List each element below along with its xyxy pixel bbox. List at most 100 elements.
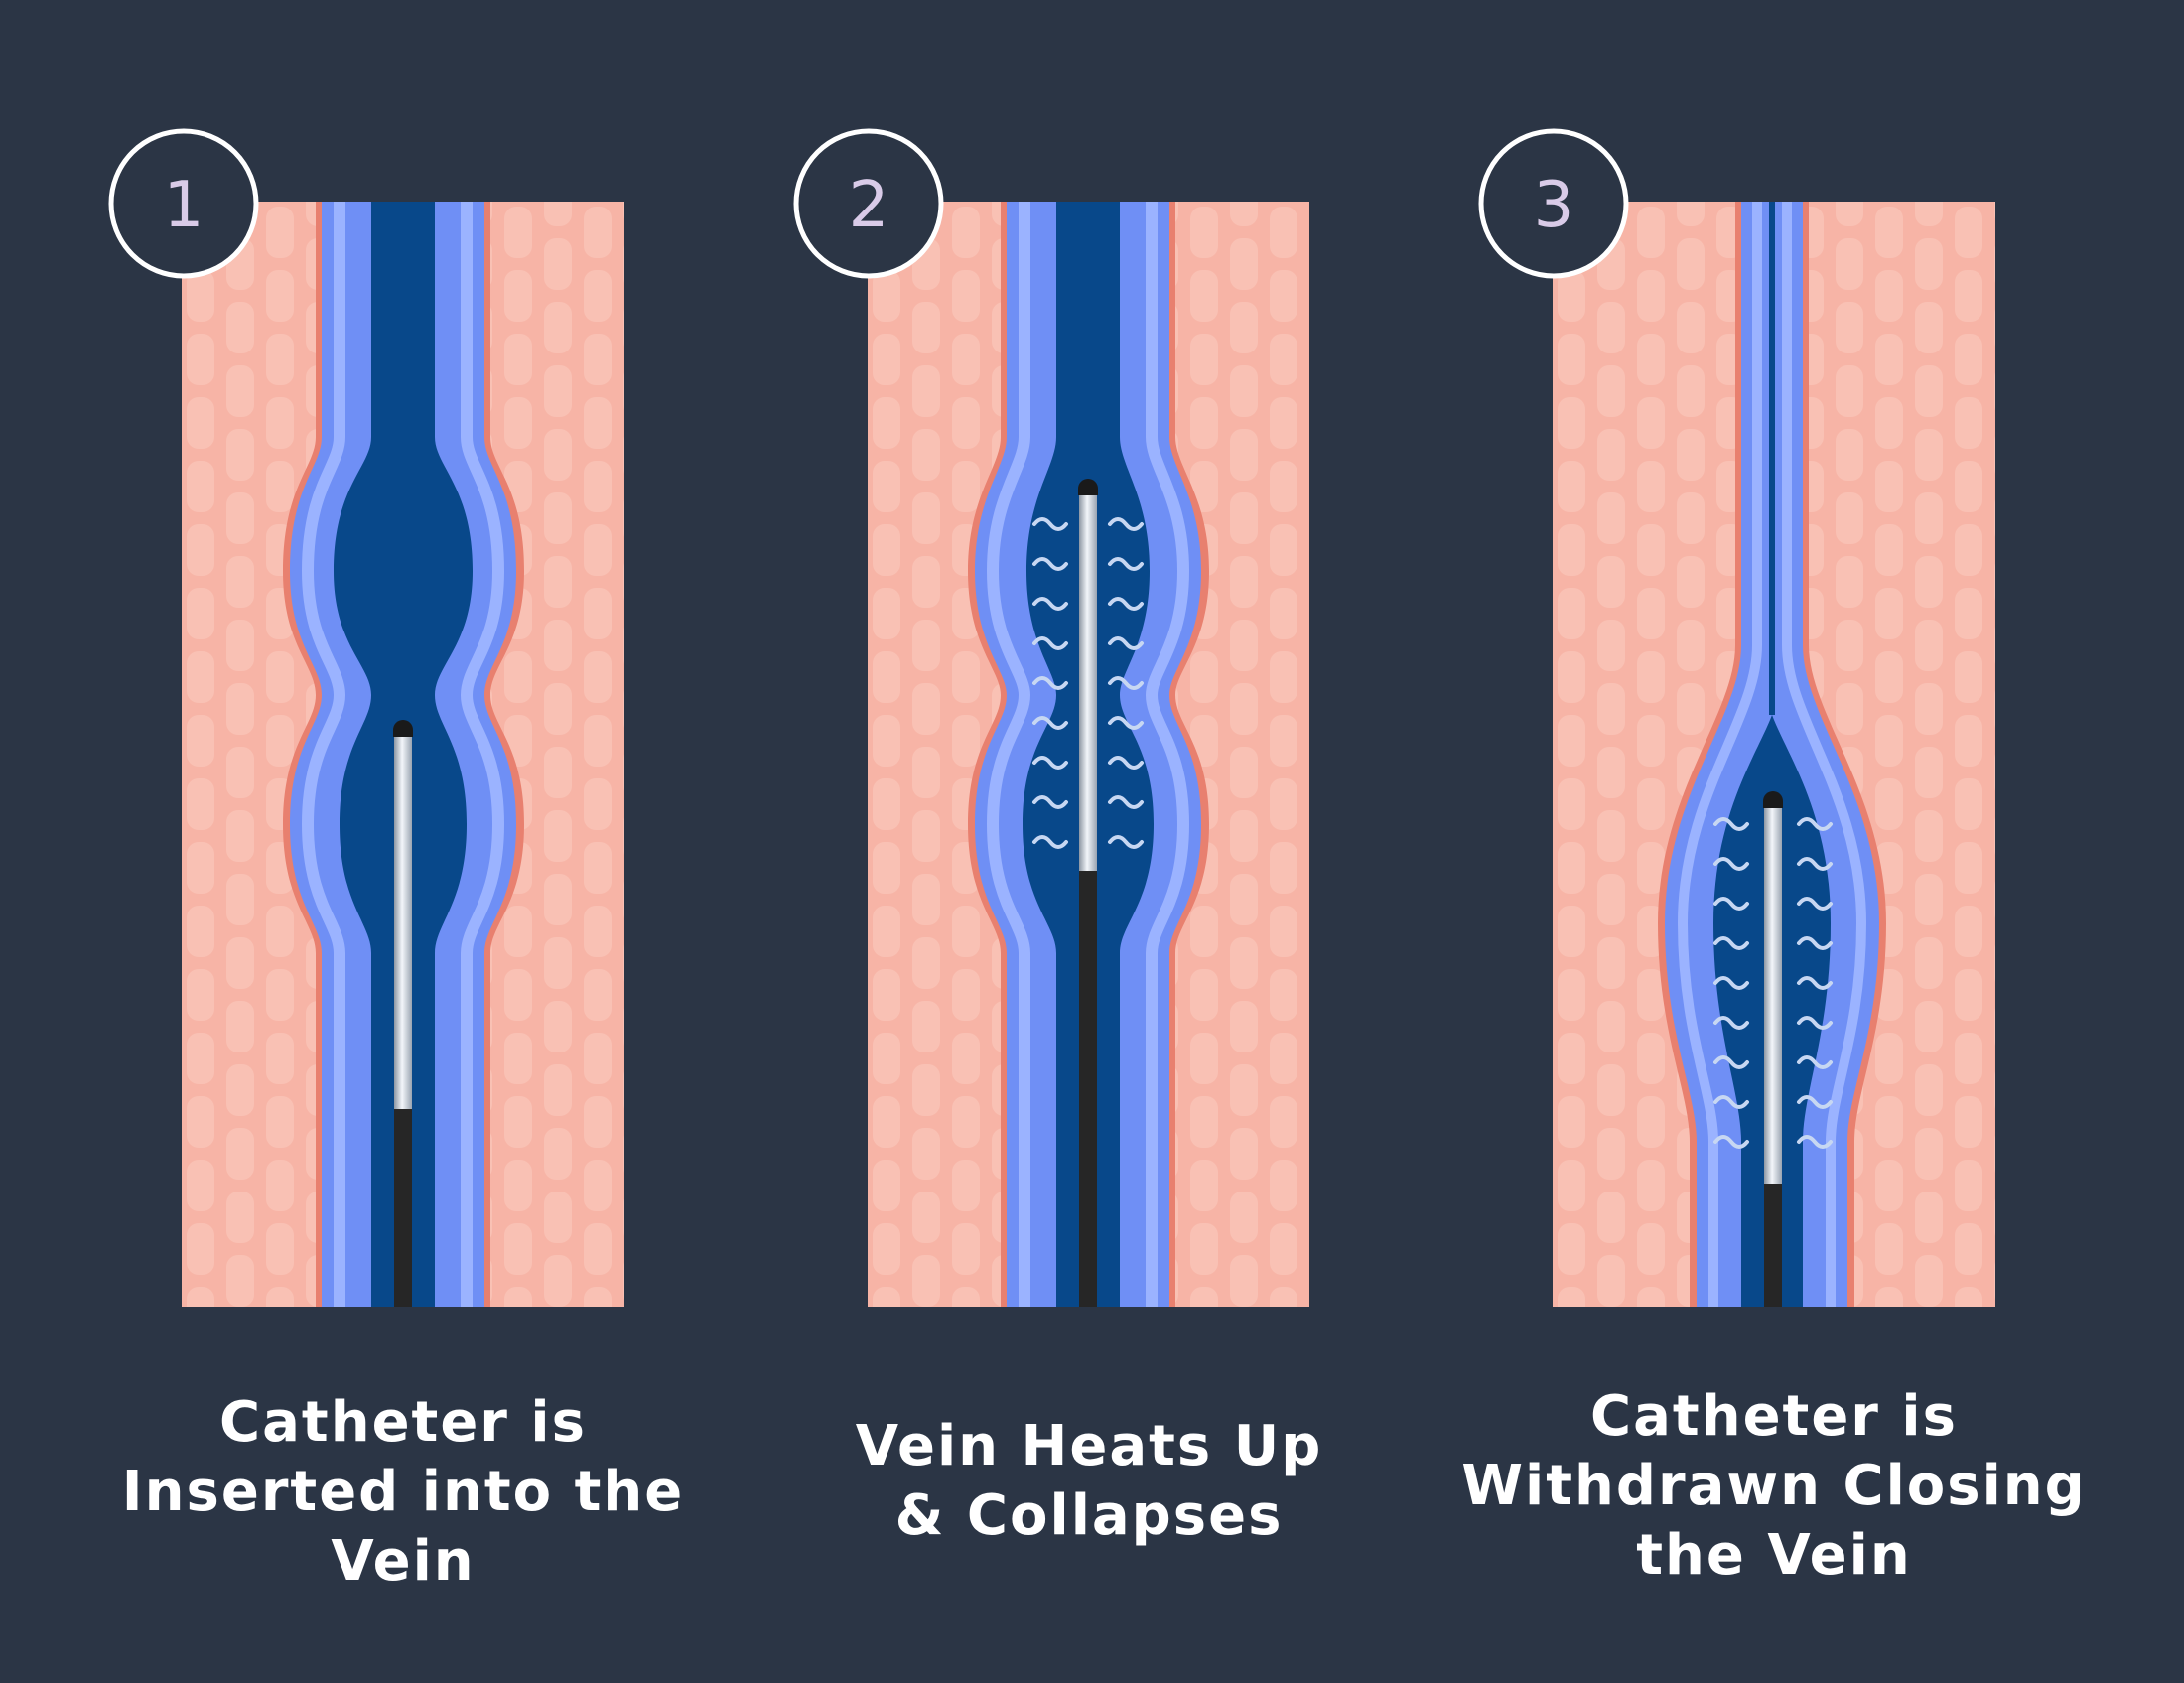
catheter-sheath xyxy=(1079,869,1097,1307)
catheter xyxy=(393,720,413,1307)
tissue-cell xyxy=(1190,1223,1218,1275)
tissue-cell xyxy=(952,715,980,767)
heat-wave xyxy=(1108,636,1144,650)
tissue-cell xyxy=(1309,810,1337,862)
step-2-number: 2 xyxy=(849,169,889,242)
tissue-cell xyxy=(623,202,624,219)
tissue-cell xyxy=(266,1160,294,1211)
tissue-cell xyxy=(1270,397,1297,449)
tissue-cell xyxy=(952,397,980,449)
tissue-cell xyxy=(1190,334,1218,385)
catheter xyxy=(1078,479,1098,1307)
tissue-cell xyxy=(623,309,624,347)
heat-wave xyxy=(1797,976,1833,990)
tissue-cell xyxy=(1190,143,1218,195)
tissue-cell xyxy=(1955,1160,1982,1211)
tissue-cell xyxy=(504,906,532,957)
heat-wave xyxy=(1797,897,1833,911)
tissue-cell xyxy=(1875,715,1903,767)
tissue-cell xyxy=(952,1033,980,1084)
tissue-cell xyxy=(226,874,254,925)
tissue-cell xyxy=(187,778,214,830)
tissue-cell xyxy=(873,524,900,576)
heat-wave xyxy=(1032,557,1068,571)
heat-wave xyxy=(1713,976,1749,990)
tissue-cell xyxy=(912,365,940,417)
tissue-cell xyxy=(1637,1287,1665,1307)
tissue-cell xyxy=(266,334,294,385)
tissue-cell xyxy=(1270,334,1297,385)
panel-1: 1 xyxy=(108,128,624,1307)
tissue-cell xyxy=(1597,683,1625,735)
tissue-cell xyxy=(1915,620,1943,671)
tissue-cell xyxy=(1637,778,1665,830)
tissue-cell xyxy=(584,906,612,957)
tissue-cell xyxy=(226,429,254,481)
tissue-cell xyxy=(952,143,980,195)
tissue-cell xyxy=(584,715,612,767)
tissue-cell xyxy=(1836,683,1863,735)
tissue-cell xyxy=(1309,1064,1337,1116)
tissue-cell xyxy=(187,397,214,449)
step-1-caption: Catheter is Inserted into the Vein xyxy=(85,1388,721,1597)
tissue-cell xyxy=(912,810,940,862)
tissue-cell xyxy=(873,842,900,894)
heat-wave xyxy=(1797,1016,1833,1030)
tissue-cell xyxy=(1875,207,1903,258)
heat-wave xyxy=(1713,857,1749,871)
tissue-cell xyxy=(912,937,940,989)
step-2-badge: 2 xyxy=(793,128,944,279)
tissue-cell xyxy=(584,842,612,894)
tissue-cell xyxy=(952,334,980,385)
tissue-cell xyxy=(1597,1001,1625,1052)
tissue-cell xyxy=(1597,429,1625,481)
heat-wave xyxy=(1032,517,1068,531)
tissue-cell xyxy=(1230,1128,1258,1180)
tissue-cell xyxy=(1955,334,1982,385)
tissue-cell xyxy=(1994,372,1995,410)
tissue-cell xyxy=(504,207,532,258)
tissue-cell xyxy=(1994,245,1995,283)
tissue-cell xyxy=(1637,1096,1665,1148)
tissue-cell xyxy=(584,461,612,512)
tissue-cell xyxy=(504,1287,532,1307)
tissue-cell xyxy=(1955,524,1982,576)
tissue-cell xyxy=(873,969,900,1021)
tissue-cell xyxy=(1915,202,1943,226)
tissue-cell xyxy=(623,1198,624,1236)
tissue-cell xyxy=(1230,1192,1258,1243)
tissue-cell xyxy=(1190,397,1218,449)
tissue-cell xyxy=(1270,842,1297,894)
tissue-cell xyxy=(544,202,572,226)
tissue-cell xyxy=(1637,461,1665,512)
heat-wave xyxy=(1108,795,1144,809)
tissue-cell xyxy=(1309,556,1337,608)
heat-wave xyxy=(1713,1135,1749,1149)
tissue-cell xyxy=(912,492,940,544)
tissue-cell xyxy=(1190,270,1218,322)
tissue-cell xyxy=(226,747,254,798)
tissue-cell xyxy=(266,1223,294,1275)
tissue-cell xyxy=(1558,1287,1585,1307)
tissue-cell xyxy=(1637,207,1665,258)
step-2-caption: Vein Heats Up & Collapses xyxy=(771,1412,1407,1551)
catheter-tip xyxy=(1079,493,1097,871)
heat-wave xyxy=(1108,756,1144,770)
tissue-cell xyxy=(1637,842,1665,894)
tissue-cell xyxy=(584,270,612,322)
tissue-cell xyxy=(1915,810,1943,862)
tissue-cell xyxy=(1230,620,1258,671)
heat-wave xyxy=(1797,817,1833,831)
tissue-cell xyxy=(1270,715,1297,767)
tissue-cell xyxy=(1836,238,1863,290)
tissue-cell xyxy=(226,810,254,862)
tissue-cell xyxy=(544,492,572,544)
tissue-cell xyxy=(1309,1128,1337,1180)
tissue-cell xyxy=(226,492,254,544)
tissue-cell xyxy=(1230,202,1258,226)
tissue-cell xyxy=(912,1128,940,1180)
tissue-cell xyxy=(544,302,572,353)
catheter-cap xyxy=(393,720,413,737)
tissue-cell xyxy=(187,524,214,576)
